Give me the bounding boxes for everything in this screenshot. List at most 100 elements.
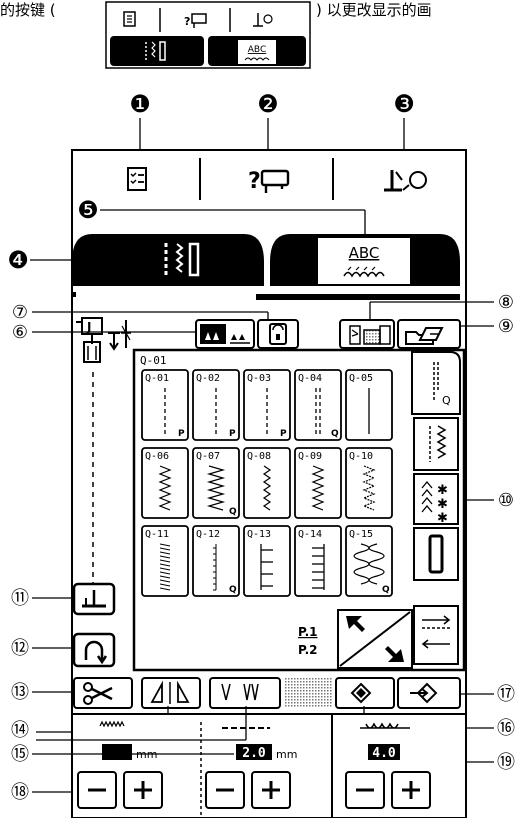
svg-text:ABC: ABC xyxy=(248,45,266,55)
stitch-code: Q-14 xyxy=(298,529,322,540)
svg-text:✱: ✱ xyxy=(437,497,448,512)
tension-plus-button[interactable] xyxy=(391,771,431,809)
machine-help-icon[interactable]: ? xyxy=(248,169,290,194)
needle-settings-icon[interactable] xyxy=(384,170,427,192)
scroll-down-arrow-icon xyxy=(385,646,404,662)
category-tab-directional[interactable] xyxy=(413,605,459,665)
stitch-code: Q-09 xyxy=(298,451,322,462)
width-minus-button[interactable] xyxy=(77,771,117,809)
utility-stitch-tab[interactable] xyxy=(72,234,264,286)
scroll-up-arrow-icon xyxy=(346,616,365,632)
length-plus-button[interactable] xyxy=(251,771,291,809)
callout-2: ❷ xyxy=(257,90,279,118)
memory-button[interactable] xyxy=(397,319,461,349)
mini-utility-stitch-icon xyxy=(145,41,166,61)
stitch-mark: Q xyxy=(229,507,237,517)
stitch-mark: P xyxy=(229,429,236,439)
needle-position-icon xyxy=(108,320,131,351)
category-tab-q-label: Q xyxy=(442,394,451,407)
length-unit: mm xyxy=(276,748,297,761)
svg-text:✱: ✱ xyxy=(437,511,448,526)
stitch-cell[interactable]: Q-02P xyxy=(192,369,240,441)
stitch-explanation-icon[interactable] xyxy=(127,167,147,191)
stitch-mark: Q xyxy=(382,585,390,595)
stitch-cell[interactable]: Q-03P xyxy=(243,369,291,441)
stitch-code: Q-06 xyxy=(145,451,169,462)
tension-value: 4.0 xyxy=(372,746,396,761)
stitch-cell[interactable]: Q-09 xyxy=(294,447,342,519)
stitch-cell[interactable]: Q-04Q xyxy=(294,369,342,441)
stitch-mark: Q xyxy=(229,585,237,595)
thread-tension-icon xyxy=(360,722,410,729)
category-tab-decorative[interactable]: ✱ ✱ ✱ xyxy=(413,473,459,526)
tension-minus-button[interactable] xyxy=(345,771,385,809)
stitch-code: Q-02 xyxy=(196,373,220,384)
stitch-cell[interactable]: Q-06 xyxy=(141,447,189,519)
svg-text:?: ? xyxy=(184,15,190,28)
caption-left-text: 的按键 ( xyxy=(0,1,56,19)
stitch-code: Q-04 xyxy=(298,373,322,384)
category-tab-buttonhole[interactable] xyxy=(413,527,459,581)
callout-17: ⑰ xyxy=(497,684,515,705)
utility-stitch-icon xyxy=(164,242,200,277)
character-tab-label: ABC xyxy=(349,244,380,262)
stitch-code: Q-15 xyxy=(349,529,373,540)
stitch-cell[interactable]: Q-05 xyxy=(345,369,393,441)
disabled-button-area xyxy=(284,678,332,708)
callout-11: ⑪ xyxy=(11,588,29,609)
mini-checklist-icon xyxy=(123,11,136,27)
reverse-stitch-button[interactable] xyxy=(72,632,116,668)
twin-needle-mode-button[interactable] xyxy=(209,677,281,709)
callout-12: ⑫ xyxy=(11,638,29,659)
stitch-cell[interactable]: Q-11 xyxy=(141,525,189,597)
auto-reinforce-button[interactable] xyxy=(335,677,395,709)
length-minus-button[interactable] xyxy=(205,771,245,809)
callout-8: ⑧ xyxy=(498,292,514,313)
start-stitch-button[interactable] xyxy=(397,677,461,709)
caption-right-text: ) 以更改显示的画 xyxy=(316,1,432,19)
stitch-code: Q-13 xyxy=(247,529,271,540)
stitch-cell[interactable]: Q-13 xyxy=(243,525,291,597)
mini-needle-settings-icon xyxy=(253,13,273,27)
callout-4: ❹ xyxy=(7,246,29,274)
page-total: P.2 xyxy=(298,643,318,657)
stitch-cell[interactable]: Q-07Q xyxy=(192,447,240,519)
mini-help-machine-icon: ? xyxy=(184,13,207,28)
stitch-cell[interactable]: Q-12Q xyxy=(192,525,240,597)
inline-key-thumbnail: ? ABC xyxy=(105,1,311,69)
category-tab-zigzag[interactable] xyxy=(413,417,459,471)
svg-text:J: J xyxy=(86,320,91,334)
callout-15: ⑮ xyxy=(11,744,29,765)
mirror-image-button[interactable] xyxy=(141,677,201,709)
callout-5: ❺ xyxy=(77,196,99,224)
callout-3: ❸ xyxy=(393,90,415,118)
stitch-code: Q-05 xyxy=(349,373,373,384)
presser-foot-lift-button[interactable] xyxy=(72,582,116,616)
stitch-cell[interactable]: Q-01P xyxy=(141,369,189,441)
stitch-cell[interactable]: Q-15Q xyxy=(345,525,393,597)
callout-19: ⑲ xyxy=(497,752,515,773)
stitch-code: Q-11 xyxy=(145,529,169,540)
width-value-box xyxy=(102,744,132,760)
stitch-cell[interactable]: Q-08 xyxy=(243,447,291,519)
stitch-cell[interactable]: Q-14 xyxy=(294,525,342,597)
twin-needle-button[interactable] xyxy=(195,319,255,349)
stitch-cell[interactable]: Q-10 xyxy=(345,447,393,519)
image-display-button[interactable] xyxy=(339,319,395,349)
svg-text:?: ? xyxy=(248,169,261,194)
lock-button[interactable] xyxy=(257,319,299,349)
presser-foot-icon: J xyxy=(76,317,103,363)
callout-9: ⑨ xyxy=(498,316,514,337)
stitch-code: Q-08 xyxy=(247,451,271,462)
thread-cut-button[interactable] xyxy=(73,677,133,709)
callout-16: ⑯ xyxy=(497,718,515,739)
width-plus-button[interactable] xyxy=(123,771,163,809)
stitch-code: Q-10 xyxy=(349,451,373,462)
page-scroll-button[interactable] xyxy=(337,609,413,669)
stitch-code: Q-01 xyxy=(145,373,169,384)
callout-7: ⑦ xyxy=(12,302,28,323)
length-value-box xyxy=(236,744,272,760)
category-tab-q[interactable]: Q xyxy=(411,351,461,415)
callout-18: ⑱ xyxy=(11,782,29,803)
